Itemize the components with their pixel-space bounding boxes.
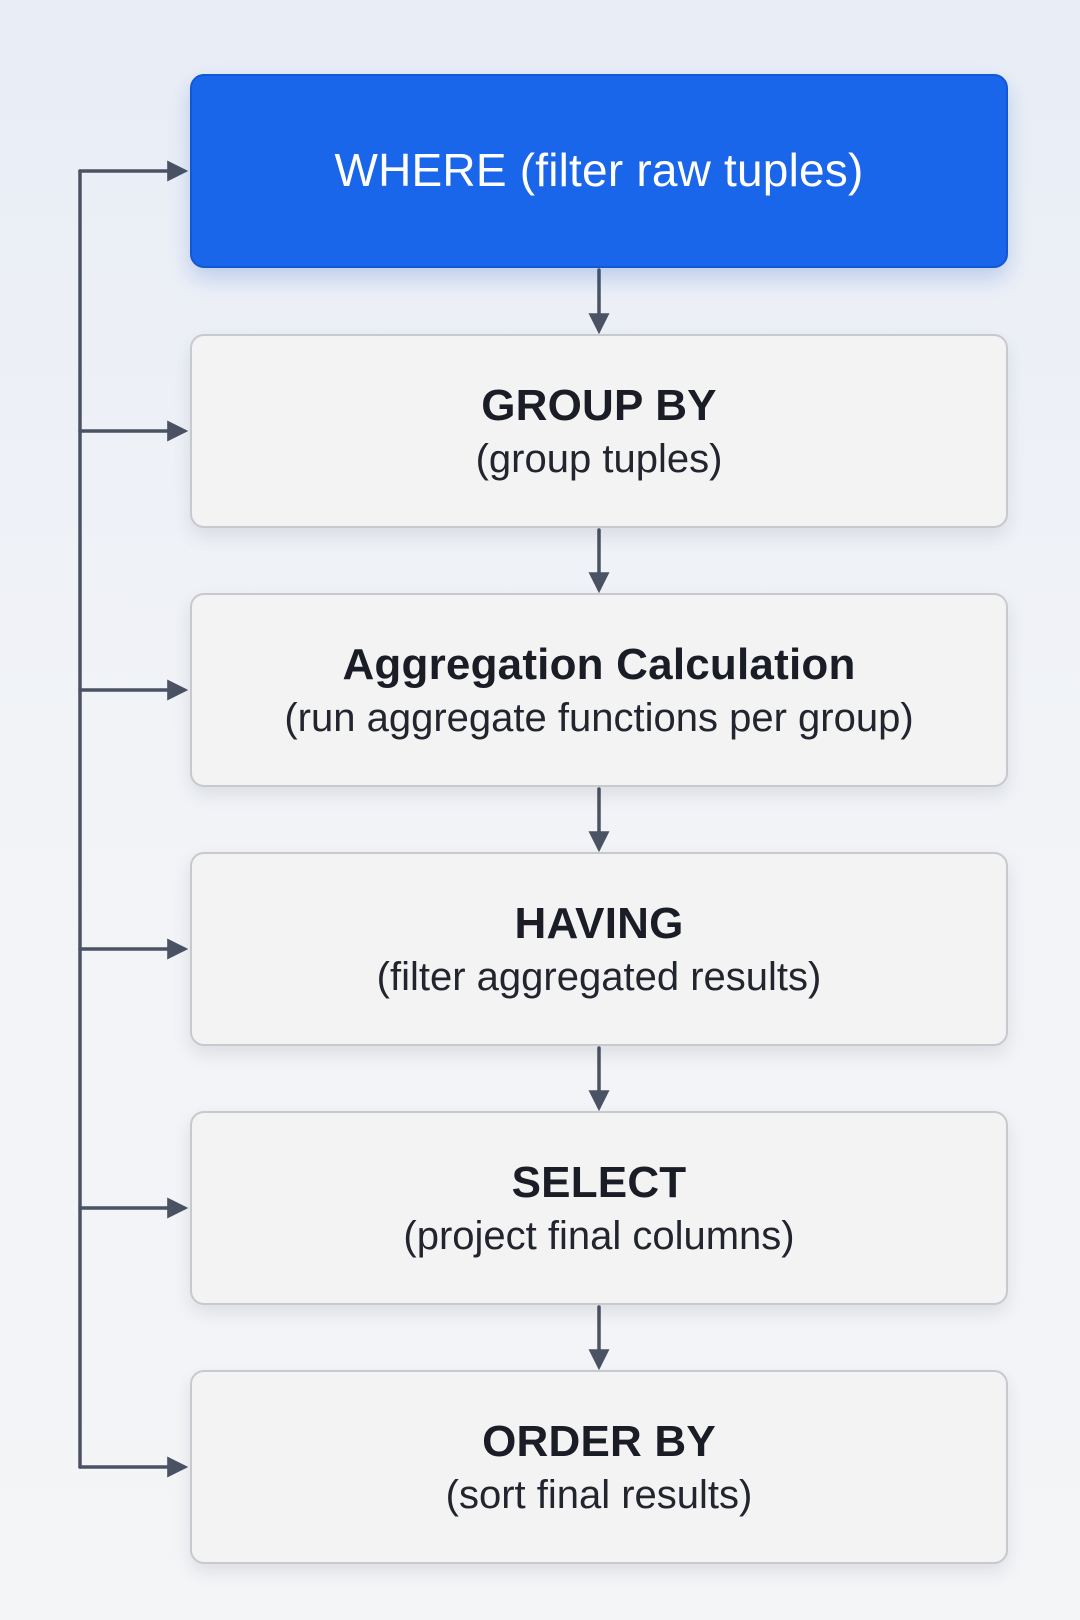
step-where-title: WHERE (filter raw tuples) bbox=[334, 144, 864, 197]
step-order-by-title: ORDER BY bbox=[482, 1416, 716, 1466]
step-aggregation-title: Aggregation Calculation bbox=[342, 639, 856, 689]
step-select-title: SELECT bbox=[511, 1157, 687, 1207]
step-select-box: SELECT (project final columns) bbox=[190, 1111, 1008, 1305]
step-aggregation-subtitle: (run aggregate functions per group) bbox=[284, 695, 914, 740]
step-having-title: HAVING bbox=[514, 898, 684, 948]
step-select-subtitle: (project final columns) bbox=[403, 1213, 795, 1258]
step-aggregation-box: Aggregation Calculation (run aggregate f… bbox=[190, 593, 1008, 787]
step-order-by-subtitle: (sort final results) bbox=[445, 1472, 753, 1517]
step-having-box: HAVING (filter aggregated results) bbox=[190, 852, 1008, 1046]
step-having-subtitle: (filter aggregated results) bbox=[376, 954, 822, 999]
step-order-by-box: ORDER BY (sort final results) bbox=[190, 1370, 1008, 1564]
step-group-by-title: GROUP BY bbox=[481, 380, 717, 430]
step-group-by-box: GROUP BY (group tuples) bbox=[190, 334, 1008, 528]
step-where-box: WHERE (filter raw tuples) bbox=[190, 74, 1008, 268]
step-group-by-subtitle: (group tuples) bbox=[475, 436, 723, 481]
